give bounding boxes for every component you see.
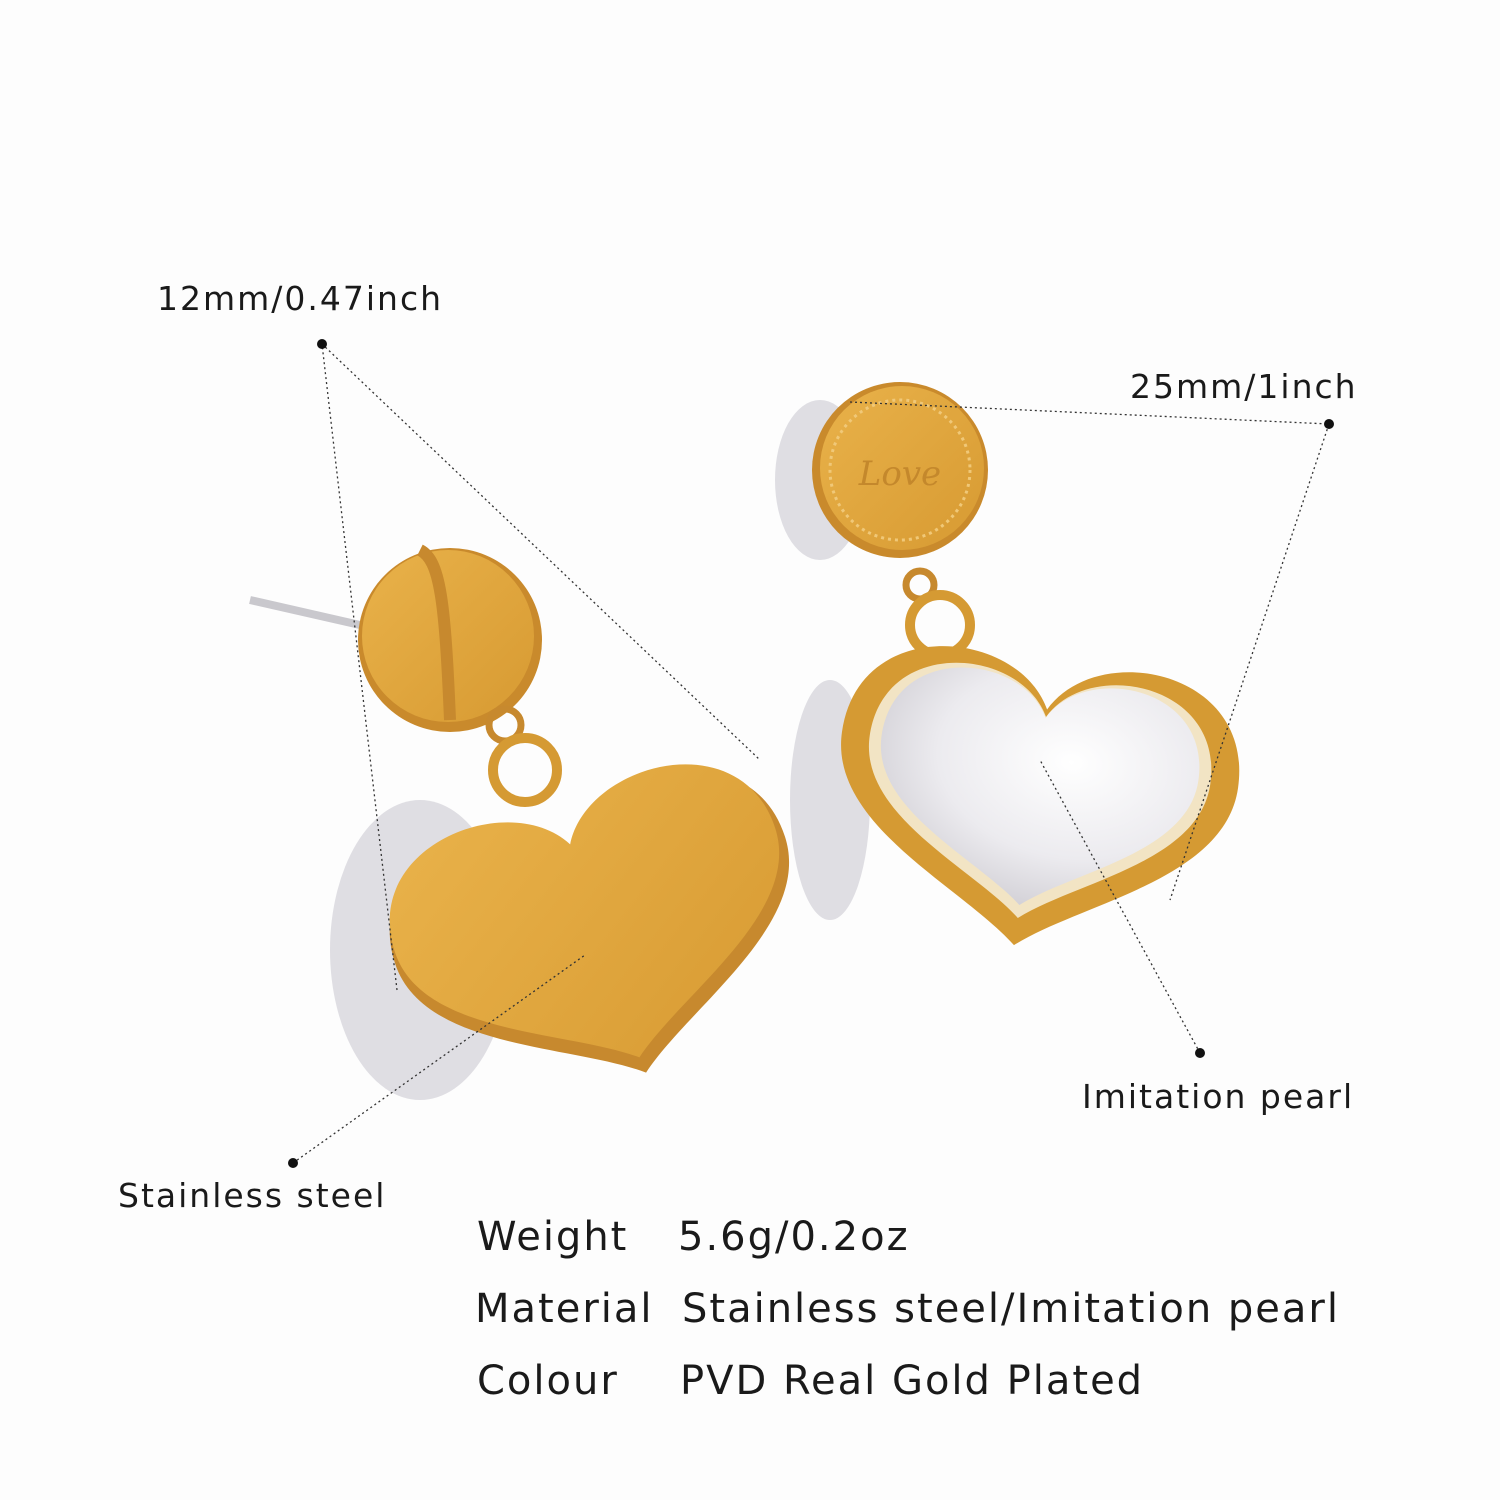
left-earring-back	[358, 544, 842, 1136]
steel-label: Stainless steel	[118, 1176, 386, 1215]
spec-value-material: Stainless steel/Imitation pearl	[682, 1286, 1340, 1332]
spec-table: Weight 5.6g/0.2oz Material Stainless ste…	[475, 1214, 1340, 1404]
spec-value-colour: PVD Real Gold Plated	[680, 1358, 1144, 1404]
width-dimension-label: 12mm/0.47inch	[157, 279, 443, 318]
pearl-label: Imitation pearl	[1082, 1077, 1354, 1116]
spec-label-weight: Weight	[477, 1214, 628, 1260]
love-engraving: Love	[858, 454, 941, 494]
dimension-guides	[288, 339, 1334, 1168]
spec-label-material: Material	[475, 1286, 654, 1332]
spec-value-weight: 5.6g/0.2oz	[678, 1214, 910, 1260]
right-earring-front: Love	[812, 382, 1253, 974]
spec-label-colour: Colour	[477, 1358, 619, 1404]
length-dimension-label: 25mm/1inch	[1130, 367, 1358, 406]
